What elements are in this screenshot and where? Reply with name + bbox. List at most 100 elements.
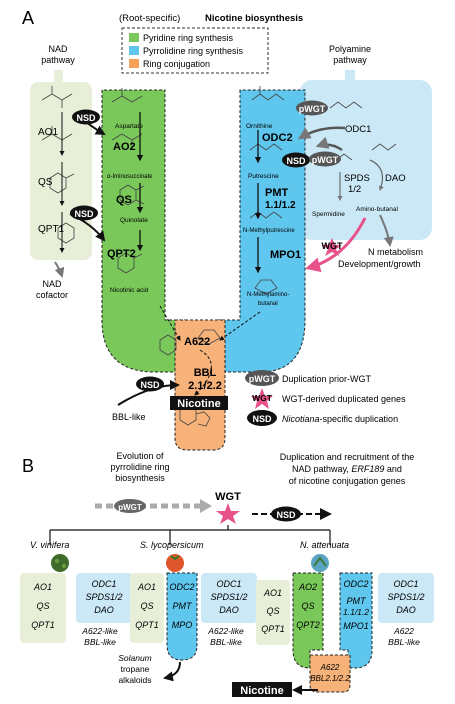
atten-green-2: QS [301,601,314,611]
atten-blue-2: PMT [347,596,368,606]
vinifera-left-3: QPT1 [31,620,55,630]
atten-left-1: AO1 [263,588,282,598]
tomato-icon [166,554,184,572]
nicotine-box [170,396,228,410]
nad-pathway-label-1: NAD [48,44,68,54]
atten-right-1: ODC1 [393,579,418,589]
svg-text:pWGT: pWGT [299,104,326,114]
svg-text:NSD: NSD [286,156,306,166]
nsd-badge-ao: NSD [72,109,100,125]
evolution-label-3: biosynthesis [115,473,165,483]
solanum-label-2: tropane [121,664,150,674]
svg-text:NSD: NSD [140,380,160,390]
legend-swatch-pyrrolidine [129,46,139,55]
atten-green-3: QPT2 [296,620,320,630]
vinifera-bottom-1: A622-like [81,626,118,636]
species-attenuata: N. attenuata [300,540,349,550]
atten-left-3: QPT1 [261,624,285,634]
enzyme-qpt1: QPT1 [38,224,65,235]
pwgt-badge-odc: pWGT [296,100,328,116]
solanum-label-3: alkaloids [118,675,151,685]
grape-icon-detail-2 [61,563,67,569]
vinifera-left-box [20,573,66,643]
metabolite-quinolate: Quinolate [120,217,148,224]
solanum-label-1: Solanum [118,653,152,663]
legend-swatch-conjugation [129,59,139,68]
tobacco-icon [311,554,329,572]
lyco-bottom-1: A622-like [207,626,244,636]
bbl-like-label: BBL-like [112,412,146,422]
metabolite-aminobutanal: Amino-butanal [356,206,398,213]
enzyme-mpo1: MPO1 [270,249,301,261]
lyco-left-box [130,573,164,643]
panel-b-label: B [22,456,34,476]
wgt-label-b: WGT [215,491,241,503]
enzyme-spds-1: SPDS [344,173,370,184]
vinifera-left-1: AO1 [33,582,52,592]
metabolite-putrescine: Putrescine [248,173,279,180]
polyamine-label-2: pathway [333,55,367,65]
evolution-arrow-head [200,499,212,513]
nad-cofactor-label-2: cofactor [36,290,68,300]
enzyme-qs: QS [116,194,132,206]
arrow-dao [369,159,384,191]
nsd-badge-b: NSD [271,506,301,522]
svg-text:WGT: WGT [322,241,343,251]
tomato-icon-stem [170,555,180,561]
enzyme-ao1: AO1 [38,127,58,138]
wgt-arrow-mpo1 [305,217,367,273]
atten-green-box [292,572,324,669]
nsd-badge-bbl: NSD [136,376,164,392]
vinifera-right-3: DAO [94,605,114,615]
grape-icon [51,554,69,572]
enzyme-ao2: AO2 [113,141,136,153]
vinifera-bottom-2: BBL-like [84,637,116,647]
atten-left-box [256,580,290,645]
dup-label-1: Duplication and recruitment of the [280,452,415,462]
title-prefix: (Root-specific) [119,13,180,24]
svg-text:NSD: NSD [276,510,296,520]
pwgt-badge-pmt: pWGT [309,151,341,167]
atten-left-2: QS [266,606,279,616]
lyco-left-2: QS [140,601,153,611]
vinifera-right-box [76,573,132,623]
nsd-badge-qpt: NSD [70,205,98,221]
key-nsd-text: Nicotiana-specific duplication [282,414,398,424]
lyco-middle-3: MPO [172,620,193,630]
metabolite-methylaminobutanal-1: N-Methylamino- [247,292,289,298]
enzyme-bbl-2: 2.1/2.2 [188,380,222,392]
title-main: Nicotine biosynthesis [205,13,303,24]
legend-swatch-pyridine [129,33,139,42]
enzyme-odc1: ODC1 [345,124,371,135]
svg-text:pWGT: pWGT [118,503,142,512]
atten-bottom-2: BBL-like [388,637,420,647]
atten-blue-4: MPO1 [343,621,369,631]
evolution-label-2: pyrrolidine ring [110,462,169,472]
metabolite-methylaminobutanal-2: butanal [258,301,278,307]
lyco-right-1: ODC1 [216,579,241,589]
vinifera-right-1: ODC1 [91,579,116,589]
atten-conj-2: BBL2.1/2.2 [310,674,350,683]
key-pwgt-text: Duplication prior-WGT [282,374,372,384]
n-metabolism-label-2: Development/growth [338,259,421,269]
nsd-dash-arrow-head [320,508,332,520]
enzyme-pmt-2: 1.1/1.2 [265,200,296,211]
vinifera-left-2: QS [36,601,49,611]
metabolite-aspartate: Aspartate [115,123,143,130]
dup-label-3: of nicotine conjugation genes [289,476,406,486]
svg-text:NSD: NSD [76,113,96,123]
enzyme-pmt-1: PMT [265,187,289,199]
arrow-n-metabolism [379,214,394,247]
wgt-star-b [216,503,240,524]
polyamine-label-1: Polyamine [329,44,371,54]
enzyme-a622: A622 [184,336,210,348]
polyamine-connector [345,70,355,82]
atten-conj-box [309,654,351,693]
metabolite-methylputrescine: N-Methylputrescine [243,228,295,234]
enzyme-qpt2: QPT2 [107,248,136,260]
nicotine-box-b [232,682,292,697]
svg-text:pWGT: pWGT [312,155,339,165]
arrow-solanum [163,661,181,682]
polyamine-region [300,80,432,240]
